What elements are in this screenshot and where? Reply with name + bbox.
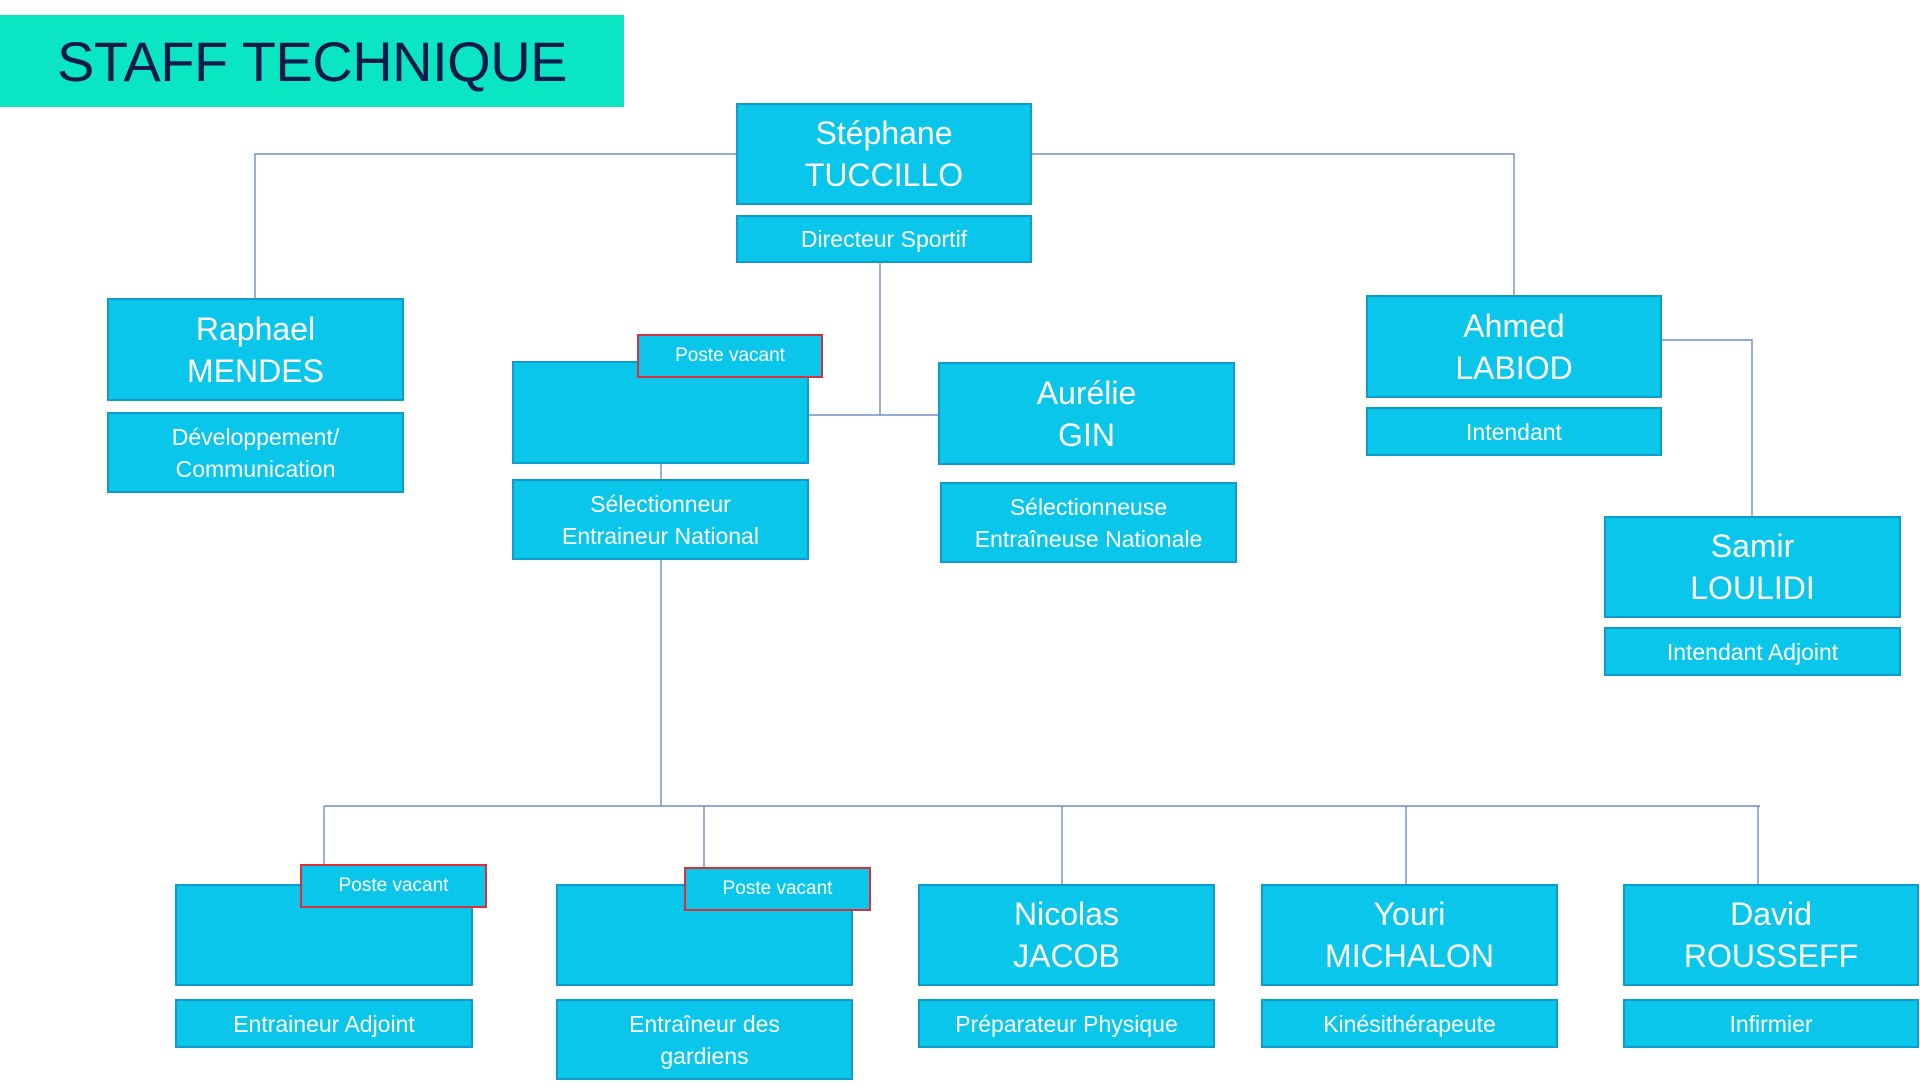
director-name-box: Stéphane TUCCILLO bbox=[736, 103, 1032, 205]
connector-director-mendes bbox=[254, 153, 736, 298]
jacob-role-box: Préparateur Physique bbox=[918, 999, 1215, 1048]
michalon-role: Kinésithérapeute bbox=[1323, 1010, 1496, 1037]
selectionneur-role-line2: Entraineur National bbox=[562, 522, 759, 549]
page-title: STAFF TECHNIQUE bbox=[56, 29, 568, 93]
mendes-last-name: MENDES bbox=[187, 352, 324, 389]
loulidi-role: Intendant Adjoint bbox=[1666, 638, 1839, 665]
loulidi-first-name: Samir bbox=[1710, 528, 1795, 564]
jacob-name-box: Nicolas JACOB bbox=[918, 884, 1215, 986]
mendes-role-box: Développement/ Communication bbox=[107, 412, 404, 493]
selectionneur-role-line1: Sélectionneur bbox=[590, 490, 731, 517]
mendes-role-line1: Développement/ bbox=[171, 423, 340, 450]
gin-last-name: GIN bbox=[1058, 416, 1115, 453]
gin-first-name: Aurélie bbox=[1036, 374, 1137, 411]
rousseff-role-box: Infirmier bbox=[1623, 999, 1919, 1048]
gin-role-line1: Sélectionneuse bbox=[1009, 493, 1168, 520]
gardiens-vacant-label: Poste vacant bbox=[722, 878, 833, 899]
mendes-name-box: Raphael MENDES bbox=[107, 298, 404, 401]
mendes-first-name: Raphael bbox=[195, 310, 316, 347]
jacob-first-name: Nicolas bbox=[1014, 896, 1119, 932]
adjoint-vacant-tag: Poste vacant bbox=[300, 864, 487, 908]
selectionneur-vacant-tag: Poste vacant bbox=[637, 334, 823, 378]
labiod-role-box: Intendant bbox=[1366, 407, 1662, 456]
loulidi-role-box: Intendant Adjoint bbox=[1604, 627, 1901, 676]
labiod-role: Intendant bbox=[1466, 418, 1562, 445]
page-title-banner: STAFF TECHNIQUE bbox=[0, 15, 624, 107]
selectionneur-vacant-label: Poste vacant bbox=[675, 345, 785, 366]
mendes-role-line2: Communication bbox=[175, 455, 336, 482]
director-role-box: Directeur Sportif bbox=[736, 215, 1032, 263]
gin-role-line2: Entraîneuse Nationale bbox=[974, 525, 1203, 552]
adjoint-role-box: Entraineur Adjoint bbox=[175, 999, 473, 1048]
michalon-role-box: Kinésithérapeute bbox=[1261, 999, 1558, 1048]
rousseff-name-box: David ROUSSEFF bbox=[1623, 884, 1919, 986]
gardiens-vacant-tag: Poste vacant bbox=[684, 867, 871, 911]
director-last-name: TUCCILLO bbox=[804, 157, 964, 193]
michalon-name-box: Youri MICHALON bbox=[1261, 884, 1558, 986]
gardiens-role-line1: Entraîneur des bbox=[629, 1010, 780, 1037]
adjoint-vacant-label: Poste vacant bbox=[338, 875, 449, 896]
selectionneur-role-box: Sélectionneur Entraineur National bbox=[512, 479, 809, 560]
labiod-first-name: Ahmed bbox=[1463, 307, 1565, 344]
rousseff-role: Infirmier bbox=[1729, 1010, 1813, 1037]
connector-labiod-loulidi bbox=[1661, 339, 1753, 516]
gin-role-box: Sélectionneuse Entraîneuse Nationale bbox=[940, 482, 1237, 563]
adjoint-role: Entraineur Adjoint bbox=[233, 1010, 415, 1037]
gardiens-role-box: Entraîneur des gardiens bbox=[556, 999, 853, 1080]
connector-director-labiod bbox=[1031, 153, 1515, 295]
loulidi-last-name: LOULIDI bbox=[1690, 570, 1815, 606]
rousseff-last-name: ROUSSEFF bbox=[1683, 938, 1859, 974]
selectionneur-vacant-box bbox=[512, 361, 809, 464]
rousseff-first-name: David bbox=[1730, 896, 1812, 932]
labiod-name-box: Ahmed LABIOD bbox=[1366, 295, 1662, 398]
director-role: Directeur Sportif bbox=[800, 226, 968, 252]
jacob-last-name: JACOB bbox=[1013, 938, 1120, 974]
gin-name-box: Aurélie GIN bbox=[938, 362, 1235, 465]
michalon-last-name: MICHALON bbox=[1325, 938, 1494, 974]
labiod-last-name: LABIOD bbox=[1455, 349, 1573, 386]
gardiens-role-line2: gardiens bbox=[660, 1042, 749, 1069]
director-first-name: Stéphane bbox=[815, 115, 953, 151]
jacob-role: Préparateur Physique bbox=[955, 1010, 1178, 1037]
michalon-first-name: Youri bbox=[1373, 896, 1446, 932]
loulidi-name-box: Samir LOULIDI bbox=[1604, 516, 1901, 618]
